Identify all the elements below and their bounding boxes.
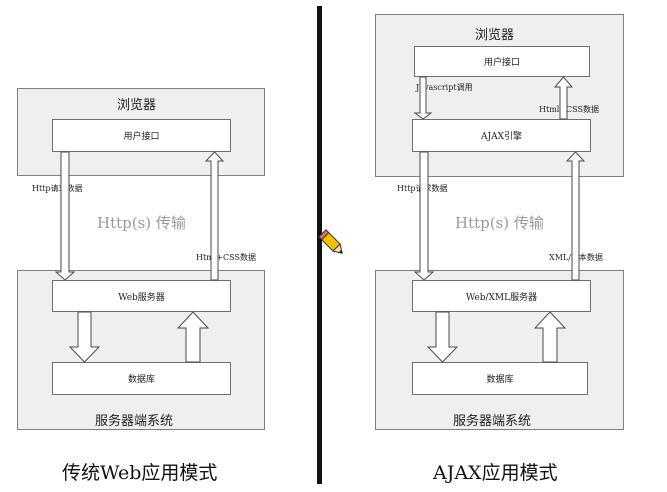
right-ajax-engine-box: AJAX引擎 xyxy=(412,119,591,152)
right-transport-label: Http(s) 传输 xyxy=(455,214,544,232)
left-web-server-box: Web服务器 xyxy=(52,280,231,312)
left-request-arrow xyxy=(54,151,76,281)
left-http-request-label: Http请求数据 xyxy=(32,184,83,193)
left-server-title: 服务器端系统 xyxy=(95,414,174,429)
left-response-label: Html+CSS数据 xyxy=(196,253,256,262)
left-transport-label: Http(s) 传输 xyxy=(97,214,186,232)
pencil-icon xyxy=(318,229,343,254)
left-from-db-arrow xyxy=(176,311,210,363)
right-js-call-label: Javascript调用 xyxy=(416,83,473,92)
left-response-arrow xyxy=(204,151,225,281)
right-html-css-label: Html+CSS数据 xyxy=(539,105,599,114)
right-web-xml-server-box: Web/XML服务器 xyxy=(412,280,591,312)
right-js-call-arrow xyxy=(413,76,433,120)
left-caption: 传统Web应用模式 xyxy=(62,462,218,484)
right-html-css-arrow xyxy=(553,76,574,120)
center-divider xyxy=(317,6,322,484)
right-request-arrow xyxy=(413,151,435,281)
right-server-title: 服务器端系统 xyxy=(453,414,532,429)
right-caption: AJAX应用模式 xyxy=(433,462,558,484)
left-ui-box: 用户接口 xyxy=(52,119,231,152)
right-ui-box: 用户接口 xyxy=(414,46,590,77)
right-from-db-arrow xyxy=(533,311,567,363)
left-to-db-arrow xyxy=(68,311,101,363)
right-to-db-arrow xyxy=(426,311,459,363)
right-response-arrow xyxy=(565,151,586,281)
right-db-box: 数据库 xyxy=(412,362,588,395)
left-browser-title: 浏览器 xyxy=(117,98,157,113)
right-browser-title: 浏览器 xyxy=(475,28,515,43)
left-db-box: 数据库 xyxy=(52,362,231,395)
